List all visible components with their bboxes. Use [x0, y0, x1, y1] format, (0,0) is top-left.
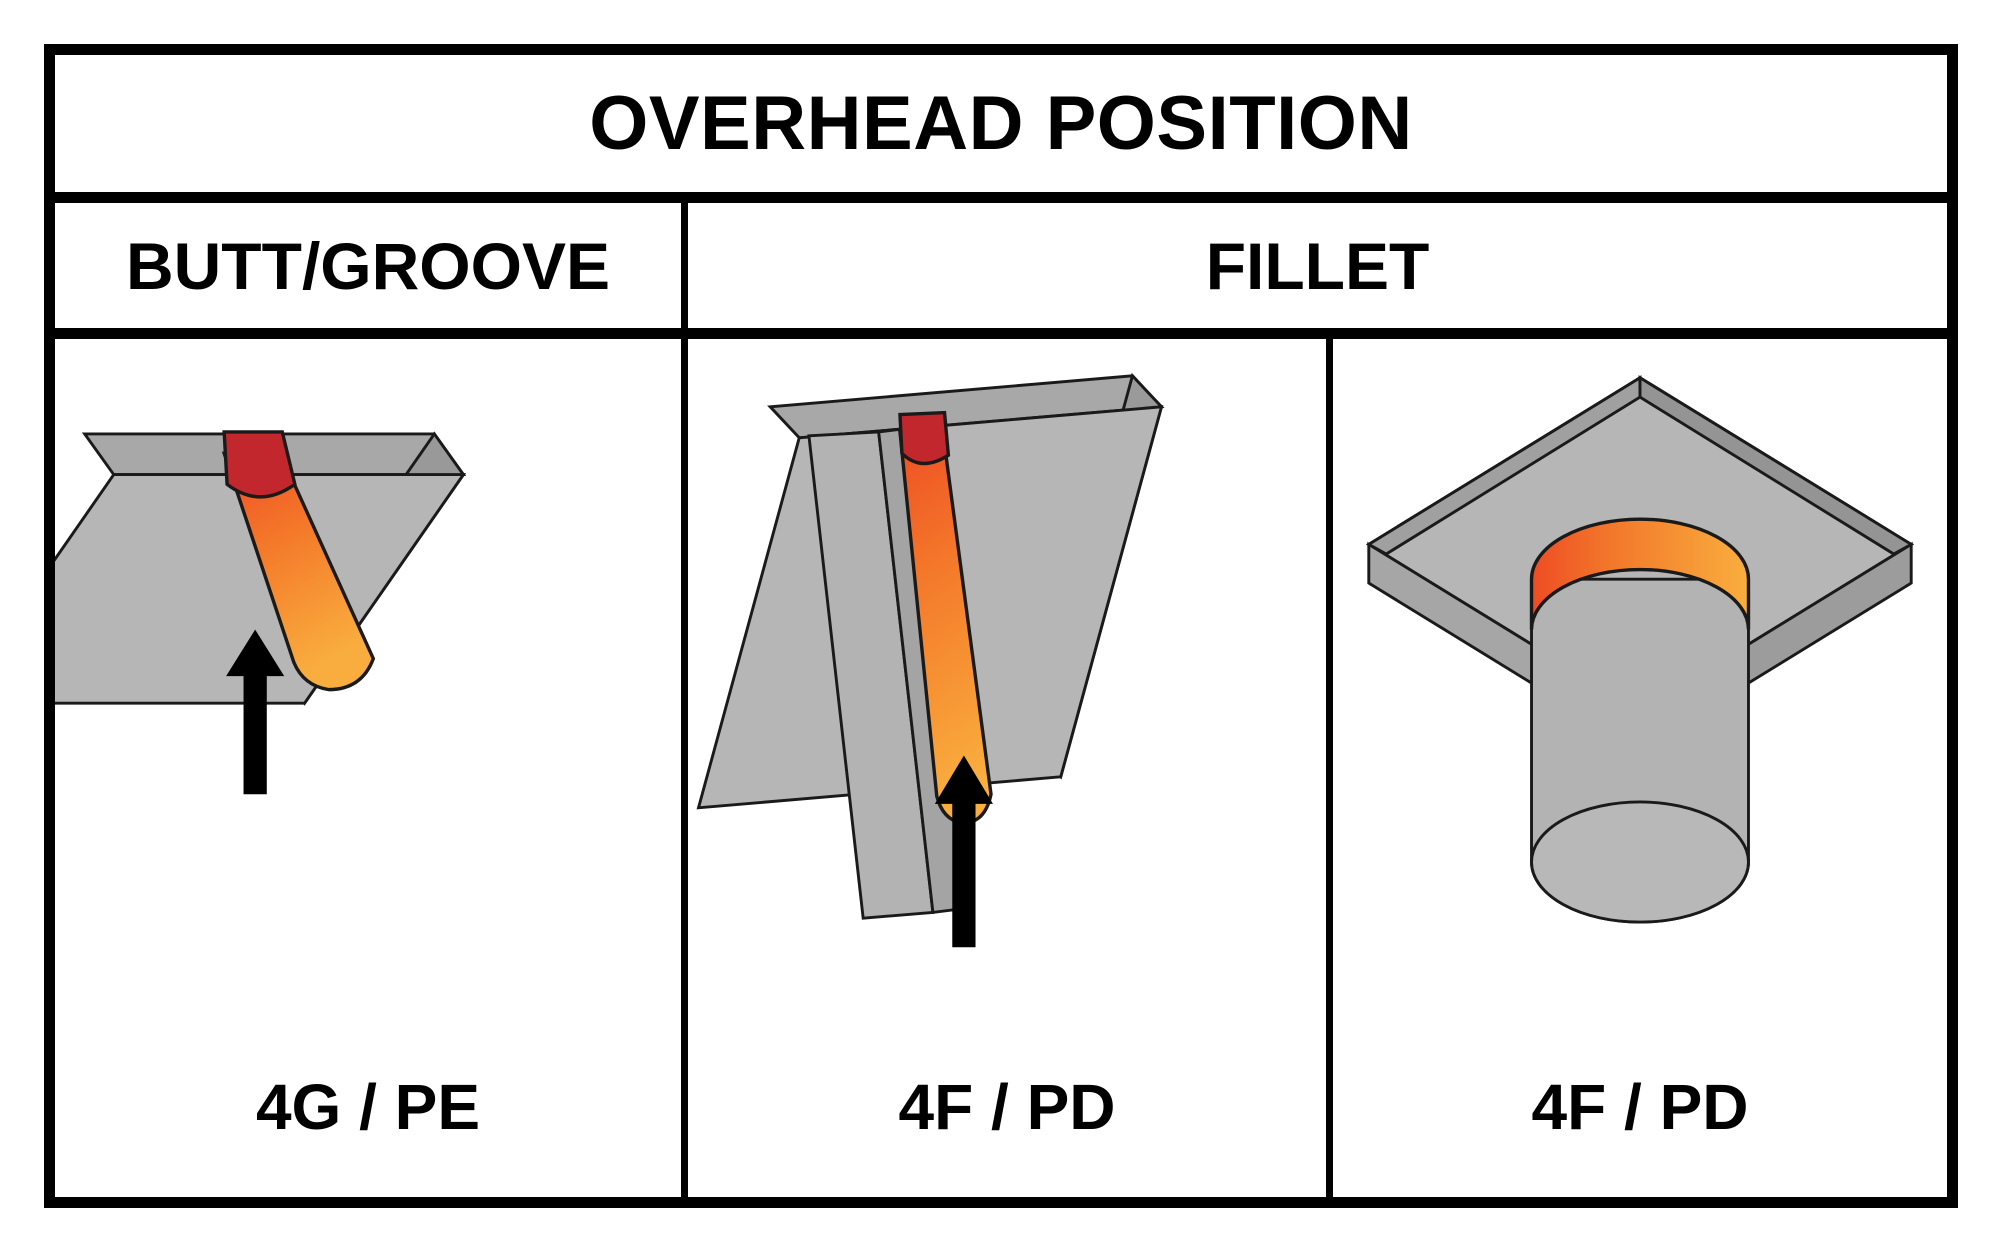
cell-fillet-pipe-to-plate: 4F / PD — [1333, 339, 1947, 1197]
illustration-fillet-tee-joint — [688, 339, 1326, 1017]
plate-back-right-edge — [1638, 375, 1915, 556]
chart-table-frame: OVERHEAD POSITION BUTT/GROOVE FILLET — [44, 44, 1958, 1208]
cell-label-butt-groove-plate: 4G / PE — [255, 1071, 481, 1143]
illustration-groove-weld-plate — [55, 339, 681, 1017]
cell-butt-groove-plate: 4G / PE — [55, 339, 688, 1197]
groove-weld-plate-svg — [55, 430, 467, 795]
travel-direction-arrow — [934, 755, 993, 948]
column-header-butt-groove: BUTT/GROOVE — [55, 203, 688, 328]
pipe-body — [1530, 577, 1750, 924]
illustration-row: 4G / PE — [55, 339, 1947, 1197]
weld-bead-group — [221, 430, 376, 692]
cell-label-fillet-pipe-to-plate: 4F / PD — [1531, 1071, 1749, 1143]
arrow-up-icon — [934, 755, 993, 948]
column-header-fillet-label: FILLET — [1205, 228, 1430, 303]
column-header-row: BUTT/GROOVE FILLET — [55, 203, 1947, 339]
weld-bead-group — [1529, 517, 1751, 630]
pipe-bottom-end — [1530, 800, 1750, 924]
fillet-pipe-plate-svg — [1365, 375, 1915, 924]
arrow-up-icon — [226, 629, 285, 795]
travel-direction-arrow — [226, 629, 285, 795]
column-header-butt-groove-label: BUTT/GROOVE — [125, 228, 610, 303]
plate-under-face — [55, 473, 467, 705]
column-header-fillet: FILLET — [688, 203, 1947, 328]
fillet-tee-joint-svg — [696, 372, 1165, 948]
chart-title-row: OVERHEAD POSITION — [55, 55, 1947, 203]
page-title: OVERHEAD POSITION — [589, 80, 1413, 166]
illustration-fillet-pipe-to-plate — [1333, 339, 1947, 1017]
cell-label-fillet-tee-joint: 4F / PD — [898, 1071, 1116, 1143]
cell-fillet-tee-joint: 4F / PD — [688, 339, 1333, 1197]
weld-bead-ring — [1529, 517, 1751, 630]
weld-bead — [221, 451, 376, 692]
weld-puddle-hot — [898, 410, 951, 466]
weld-puddle-hot — [222, 430, 297, 499]
